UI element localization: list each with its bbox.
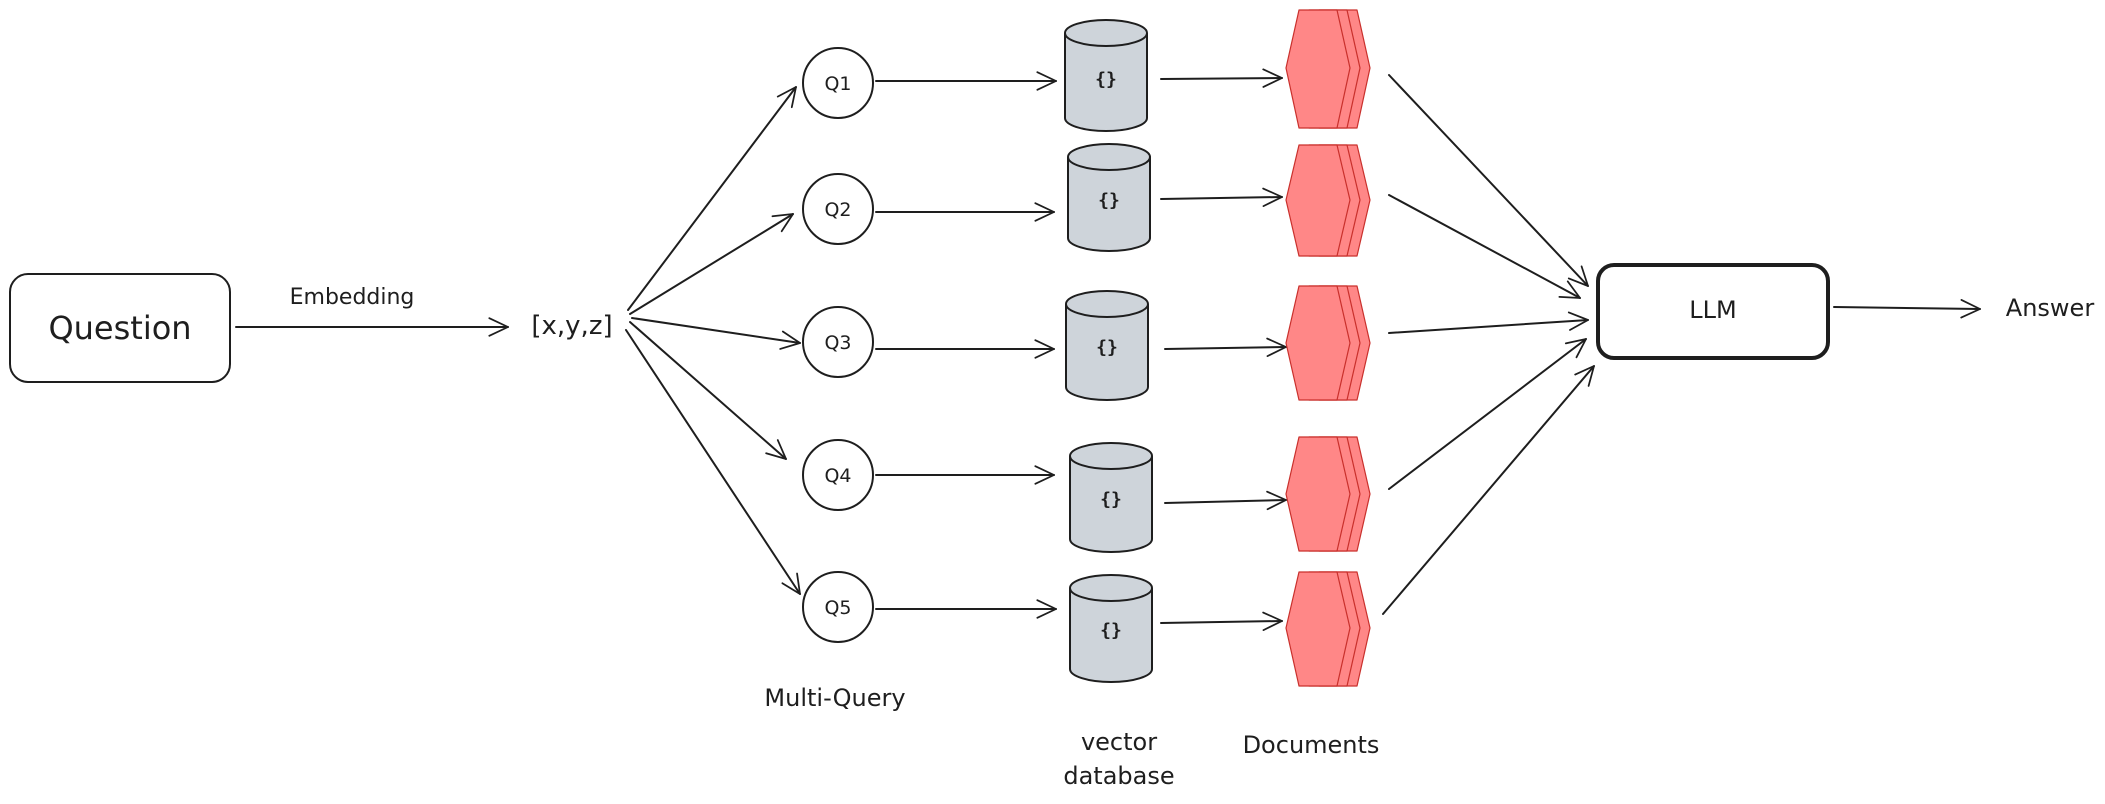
edge-vector-q5 bbox=[625, 329, 801, 595]
query-label: Q3 bbox=[824, 332, 851, 354]
database-icon: {} bbox=[1100, 489, 1122, 510]
answer-label: Answer bbox=[2006, 294, 2095, 322]
edge-vector-q3 bbox=[631, 317, 801, 350]
llm-label: LLM bbox=[1689, 296, 1736, 324]
multi-query-caption: Multi-Query bbox=[764, 684, 905, 712]
vector-database-caption-line1: vector bbox=[1081, 728, 1157, 756]
query-node-q5: Q5 bbox=[802, 571, 874, 643]
query-to-db-edges bbox=[875, 71, 1057, 619]
database-2: {} bbox=[1067, 143, 1151, 252]
db-to-docs-edges bbox=[1160, 68, 1287, 631]
documents-stack-2 bbox=[1285, 144, 1371, 257]
query-node-q1: Q1 bbox=[802, 47, 874, 119]
llm-to-answer-edge bbox=[1833, 299, 1981, 319]
query-label: Q1 bbox=[824, 73, 851, 95]
database-icon: {} bbox=[1098, 190, 1120, 211]
database-icon: {} bbox=[1100, 620, 1122, 641]
vector-label: [x,y,z] bbox=[531, 311, 612, 341]
query-node-q2: Q2 bbox=[802, 173, 874, 245]
database-4: {} bbox=[1069, 442, 1153, 553]
question-label: Question bbox=[48, 309, 191, 347]
edge-vector-q2 bbox=[629, 213, 794, 315]
question-node: Question bbox=[9, 273, 231, 383]
edge-vector-q4 bbox=[629, 321, 787, 460]
query-label: Q5 bbox=[824, 597, 851, 619]
embedding-label: Embedding bbox=[290, 285, 415, 310]
documents-caption: Documents bbox=[1243, 731, 1380, 759]
query-node-q4: Q4 bbox=[802, 439, 874, 511]
documents-stack-1 bbox=[1285, 9, 1371, 129]
query-label: Q4 bbox=[824, 465, 851, 487]
llm-node: LLM bbox=[1596, 263, 1830, 360]
query-node-q3: Q3 bbox=[802, 306, 874, 378]
embedding-edge: Embedding bbox=[235, 285, 509, 337]
query-label: Q2 bbox=[824, 199, 851, 221]
database-3: {} bbox=[1065, 290, 1149, 401]
fan-out-edges bbox=[625, 86, 801, 595]
database-5: {} bbox=[1069, 574, 1153, 683]
edge-vector-q1 bbox=[627, 86, 797, 311]
documents-stack-5 bbox=[1285, 571, 1371, 687]
documents-stack-3 bbox=[1285, 285, 1371, 401]
documents-stack-4 bbox=[1285, 436, 1371, 552]
database-icon: {} bbox=[1095, 69, 1117, 90]
vector-database-caption-line2: database bbox=[1063, 762, 1174, 790]
database-1: {} bbox=[1064, 19, 1148, 132]
docs-to-llm-edges bbox=[1382, 74, 1595, 615]
database-icon: {} bbox=[1096, 337, 1118, 358]
